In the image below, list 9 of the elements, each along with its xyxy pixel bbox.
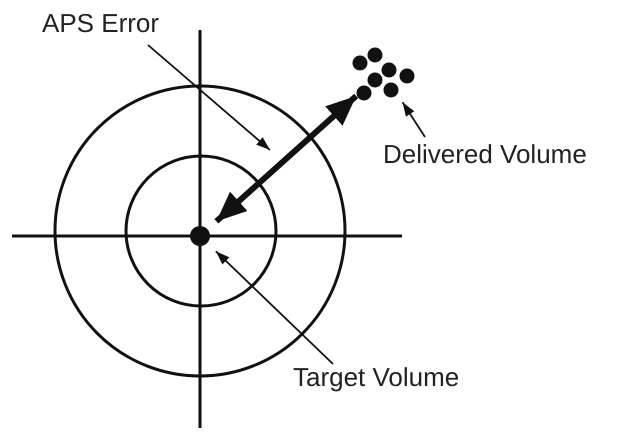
- target-dot: [190, 226, 210, 246]
- dot-cluster: [352, 48, 414, 100]
- leader-line: [147, 44, 271, 151]
- leader-line: [402, 102, 426, 138]
- leader-line: [215, 250, 334, 365]
- callout-label: Delivered Volume: [383, 141, 587, 167]
- double-arrow: [214, 94, 358, 224]
- callout-label: APS Error: [42, 10, 160, 36]
- callout-label: Target Volume: [293, 364, 460, 390]
